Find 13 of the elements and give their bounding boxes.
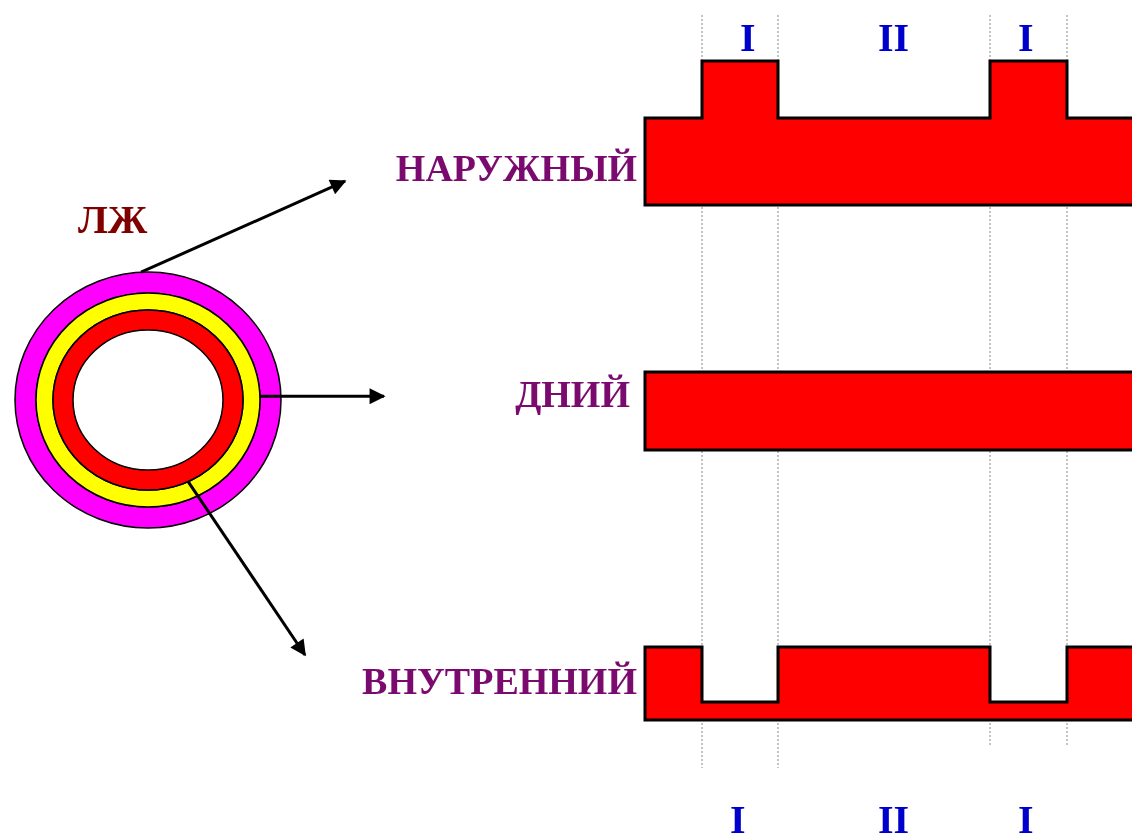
phase-label: II xyxy=(878,18,910,58)
arrow xyxy=(140,179,347,274)
phase-label: I xyxy=(730,800,746,836)
phase-label: I xyxy=(1018,800,1034,836)
phase-label: II xyxy=(878,800,910,836)
phase-label: I xyxy=(1018,18,1034,58)
phase-label: I xyxy=(740,18,756,58)
arrow xyxy=(186,480,307,657)
layer-label: НАРУЖНЫЙ xyxy=(395,146,637,190)
chamber-label: ЛЖ xyxy=(78,196,148,243)
layer-label: ВНУТРЕННИЙ xyxy=(362,659,637,703)
arrow xyxy=(259,388,386,405)
layer-label: ДНИЙ xyxy=(515,372,630,416)
